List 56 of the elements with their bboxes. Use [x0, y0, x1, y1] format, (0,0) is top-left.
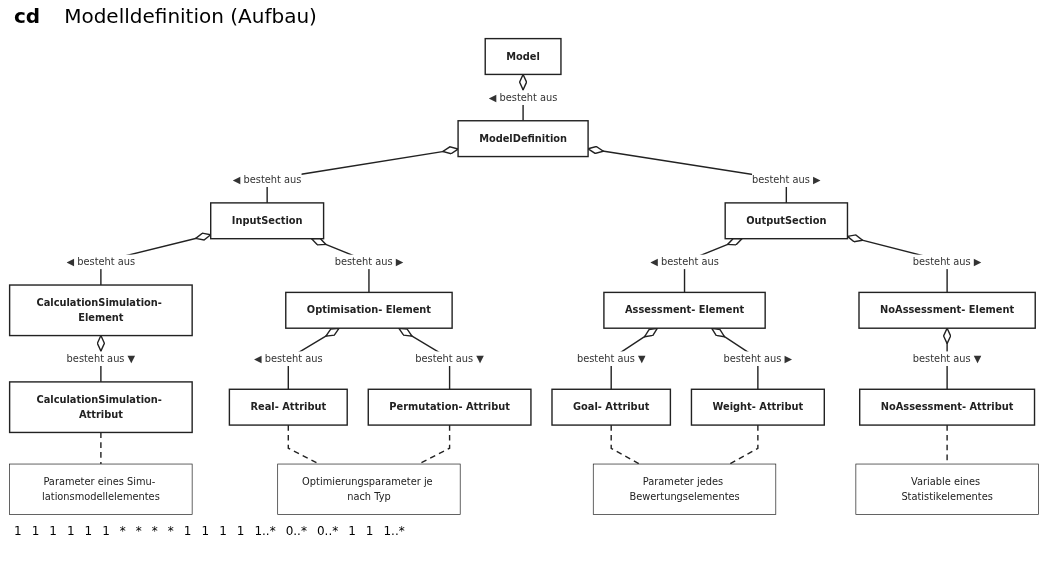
- multiplicity-label: 1: [201, 524, 210, 540]
- edge-label: besteht aus ▼: [415, 353, 484, 365]
- class-box: CalculationSimulation- Attribut: [8, 381, 193, 434]
- multiplicity-label: 1: [14, 524, 22, 540]
- class-box: NoAssessment- Element: [858, 292, 1036, 330]
- diagram-title: Modelldefinition (Aufbau): [64, 4, 317, 28]
- class-box: Assessment- Element: [603, 292, 766, 330]
- note-box: Optimierungsparameter je nach Typ: [277, 464, 461, 516]
- class-box: InputSection: [210, 202, 325, 240]
- class-box: Goal- Attribut: [551, 388, 672, 427]
- multiplicity-label: 1: [219, 524, 227, 540]
- multiplicity-label: 1: [102, 524, 110, 540]
- multiplicity-label: 1: [236, 524, 245, 540]
- edge-label: ◀ besteht aus: [254, 353, 323, 365]
- dashed-connector: [728, 424, 759, 466]
- multiplicity-label: 1: [66, 524, 75, 540]
- class-box: Real- Attribut: [228, 388, 348, 427]
- multiplicity-label: *: [167, 524, 174, 540]
- multiplicity-label: 1: [49, 524, 57, 540]
- edge-label: besteht aus ▼: [912, 353, 982, 365]
- multiplicity-label: 1: [84, 524, 93, 540]
- class-box: ModelDefinition: [457, 120, 589, 158]
- edge-label: besteht aus ▶: [334, 256, 404, 268]
- note-box: Variable eines Statistikelementes: [855, 464, 1039, 516]
- edge-label: ◀ besteht aus: [66, 256, 136, 268]
- multiplicity-label: 1: [183, 524, 192, 540]
- class-box: Model: [484, 38, 562, 76]
- edge-label: ◀ besteht aus: [650, 256, 719, 268]
- class-box: CalculationSimulation- Element: [8, 284, 193, 337]
- note-box: Parameter jedes Bewertungselementes: [592, 464, 777, 516]
- multiplicity-label: *: [135, 524, 142, 540]
- class-box: OutputSection: [724, 202, 849, 240]
- multiplicity-label: 1: [31, 524, 40, 540]
- multiplicity-label: 1..*: [254, 524, 276, 540]
- dashed-connector: [610, 424, 641, 466]
- edge-label: ◀ besteht aus: [488, 92, 558, 104]
- frame-tag: cd: [14, 4, 41, 28]
- multiplicity-label: 0..*: [316, 524, 339, 540]
- multiplicity-label: 1: [348, 524, 356, 540]
- edge-label: ◀ besteht aus: [232, 174, 302, 186]
- edge-label: besteht aus ▶: [912, 256, 982, 268]
- multiplicity-label: 0..*: [285, 524, 307, 540]
- class-box: NoAssessment- Attribut: [859, 388, 1036, 427]
- class-box: Permutation- Attribut: [367, 388, 532, 427]
- multiplicity-label: *: [119, 524, 126, 540]
- multiplicity-label: 1: [365, 524, 374, 540]
- edge-label: besteht aus ▼: [576, 353, 646, 365]
- class-box: Weight- Attribut: [690, 388, 825, 427]
- edge-label: besteht aus ▶: [723, 353, 793, 365]
- edge-label: besteht aus ▶: [752, 174, 821, 186]
- dashed-connector: [100, 432, 102, 466]
- multiplicity-label: 1..*: [383, 524, 405, 540]
- multiplicity-label: *: [151, 524, 158, 540]
- note-box: Parameter eines Simu- lationsmodellelementes: [9, 464, 193, 516]
- class-box: Optimisation- Element: [285, 292, 453, 330]
- edge-label: besteht aus ▼: [66, 353, 136, 365]
